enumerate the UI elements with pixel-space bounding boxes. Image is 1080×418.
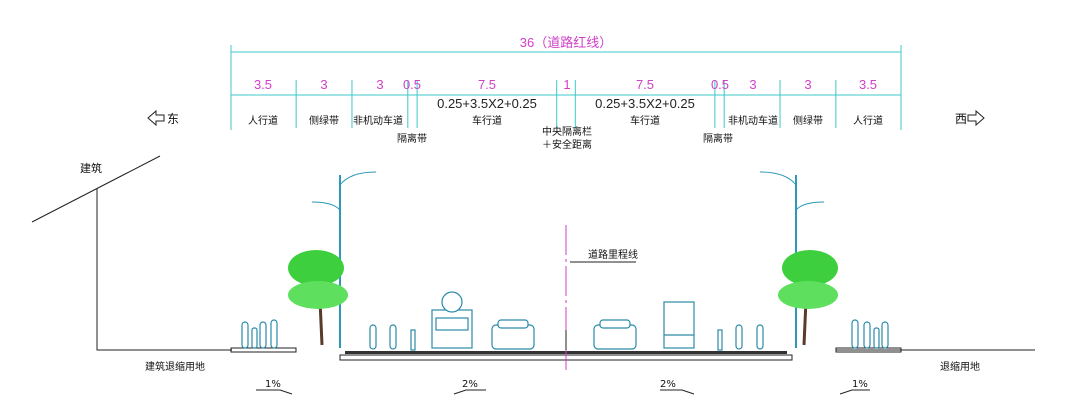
seg-label: 人行道 xyxy=(248,114,278,127)
direction-west: 西 xyxy=(955,112,967,126)
seg-label: 中央隔离栏 xyxy=(542,125,592,138)
seg-width: 3 xyxy=(804,77,811,92)
tanker-truck xyxy=(431,291,473,349)
slope-label: 1% xyxy=(265,379,281,390)
seg-width: 3.5 xyxy=(254,77,272,92)
tree-left xyxy=(288,250,348,346)
seg-label: ＋安全距离 xyxy=(542,138,592,151)
seg-label: 侧绿带 xyxy=(309,114,339,127)
seg-width: 3 xyxy=(376,77,383,92)
seg-width: 3 xyxy=(320,77,327,92)
tree-right xyxy=(778,250,838,346)
seg-label: 人行道 xyxy=(853,114,883,127)
cyclists-left xyxy=(369,324,416,351)
seg-width: 7.5 xyxy=(478,77,496,92)
box-truck xyxy=(663,301,695,349)
seg-width: 7.5 xyxy=(636,77,654,92)
seg-width: 0.5 xyxy=(711,77,729,92)
seg-label: 非机动车道 xyxy=(353,114,403,127)
building-outline xyxy=(31,155,232,351)
seg-width: 1 xyxy=(563,77,570,92)
direction-east: 东 xyxy=(167,112,179,126)
lane-formula: 0.25+3.5X2+0.25 xyxy=(595,96,695,111)
seg-width: 3.5 xyxy=(859,77,877,92)
centerline-label: 道路里程线 xyxy=(588,248,638,261)
slope-label: 1% xyxy=(852,379,868,390)
lane-formula: 0.25+3.5X2+0.25 xyxy=(437,96,537,111)
cyclists-right xyxy=(717,324,764,351)
right-setback-label: 退缩用地 xyxy=(940,360,980,373)
seg-label: 非机动车道 xyxy=(728,114,778,127)
left-setback-label: 建筑退缩用地 xyxy=(145,360,205,373)
car-left xyxy=(491,319,535,350)
pedestrians-right xyxy=(851,319,889,349)
seg-label: 车行道 xyxy=(472,114,502,127)
seg-label: 车行道 xyxy=(630,114,660,127)
pedestrians-left xyxy=(241,319,278,349)
arrow-left-icon xyxy=(147,109,165,127)
slope-label: 2% xyxy=(462,379,478,390)
seg-label: 隔离带 xyxy=(703,132,733,145)
arrow-right-icon xyxy=(967,109,985,127)
seg-width: 3 xyxy=(749,77,756,92)
seg-label: 侧绿带 xyxy=(793,114,823,127)
seg-label: 隔离带 xyxy=(397,132,427,145)
car-right xyxy=(593,319,637,350)
segment-ticks xyxy=(230,80,902,128)
total-width: 36（道路红线） xyxy=(520,35,612,50)
building-label: 建筑 xyxy=(80,161,102,175)
seg-width: 0.5 xyxy=(403,77,421,92)
slope-label: 2% xyxy=(660,379,676,390)
